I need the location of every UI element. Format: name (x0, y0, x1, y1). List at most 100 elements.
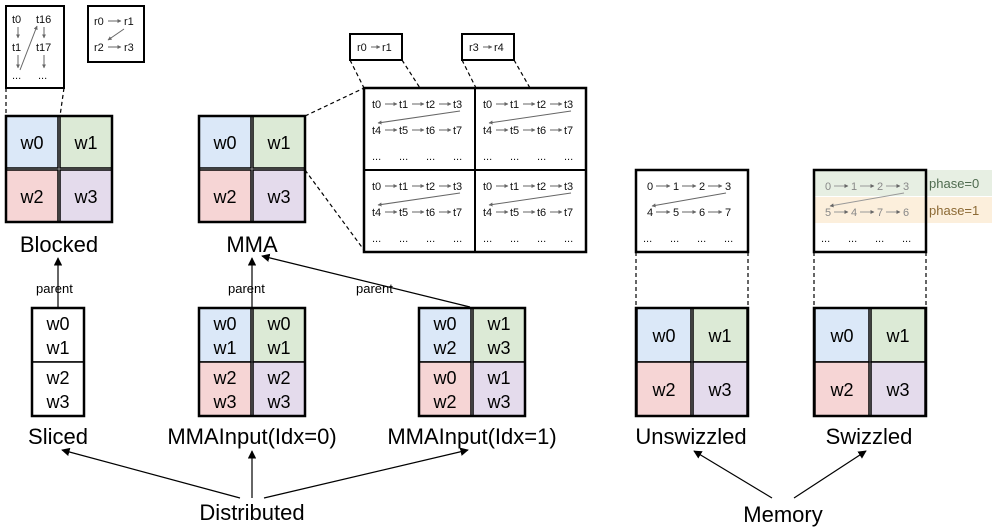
ellipsis: ... (564, 151, 573, 163)
warp-label: w0 (829, 326, 853, 346)
swizzled-zoom: 0 1 2 3 5 4 7 6 ... ... ... ... phase=0 … (812, 168, 992, 308)
ellipsis: ... (12, 70, 21, 82)
phase0-label: phase=0 (929, 176, 979, 191)
ellipsis: ... (670, 233, 679, 245)
warp-label: w0 (432, 314, 456, 334)
warp-label: w1 (486, 314, 510, 334)
swizzled-grid: w0 w1 w2 w3 Swizzled (812, 306, 928, 449)
thread-label: t3 (453, 99, 462, 111)
warp-cell-w3 (59, 169, 113, 223)
register-label: r1 (124, 16, 134, 28)
warp-label: w0 (266, 314, 290, 334)
ellipsis: ... (902, 233, 911, 245)
index-label: 4 (647, 207, 653, 219)
thread-label: t17 (36, 42, 51, 54)
register-label: r3 (469, 42, 479, 54)
warp-label: w0 (651, 326, 675, 346)
index-label: 0 (647, 181, 653, 193)
ellipsis: ... (38, 70, 47, 82)
warp-label: w1 (212, 338, 236, 358)
thread-label: t0 (372, 181, 381, 193)
thread-label: t4 (372, 207, 381, 219)
thread-label: t7 (453, 125, 462, 137)
distributed-label: Distributed (199, 500, 304, 525)
thread-label: t1 (399, 99, 408, 111)
index-label: 5 (825, 207, 831, 219)
ellipsis: ... (399, 151, 408, 163)
thread-label: t0 (372, 99, 381, 111)
warp-label: w2 (829, 380, 853, 400)
warp-cell-w1 (252, 307, 306, 363)
thread-label: t6 (426, 207, 435, 219)
ellipsis: ... (426, 233, 435, 245)
mma-grid: w0 w1 w2 w3 MMA (197, 87, 365, 257)
ellipsis: ... (399, 233, 408, 245)
mma-input-0-grid: w0 w1 w0 w1 w2 w3 w2 w3 MMAInput(Idx=0) (167, 306, 337, 449)
blocked-label: Blocked (20, 232, 98, 257)
warp-cell-w1 (252, 115, 306, 169)
thread-label: t0 (12, 14, 21, 26)
memory-label: Memory (743, 502, 822, 527)
warp-label: w0 (212, 133, 236, 153)
ellipsis: ... (724, 233, 733, 245)
unswizzled-zoom: 0 1 2 3 4 5 6 7 ... ... ... ... (634, 168, 750, 308)
sliced-grid: w0 w1 w2 w3 Sliced (28, 306, 88, 449)
warp-label: w3 (266, 392, 290, 412)
warp-label: w1 (707, 326, 731, 346)
register-label: r0 (357, 42, 367, 54)
phase1-band (814, 197, 992, 223)
thread-label: t1 (510, 181, 519, 193)
ellipsis: ... (483, 233, 492, 245)
warp-label: w2 (45, 368, 69, 388)
warp-label: w2 (212, 187, 236, 207)
phase1-label: phase=1 (929, 203, 979, 218)
warp-label: w2 (212, 368, 236, 388)
index-label: 3 (903, 181, 909, 193)
blocked-zoom: t0 t16 t1 t17 ... ... r0 r1 r2 r3 (5, 5, 145, 117)
warp-label: w2 (432, 392, 456, 412)
ellipsis: ... (453, 151, 462, 163)
mma-input-0-label: MMAInput(Idx=0) (167, 424, 336, 449)
register-label: r0 (94, 16, 104, 28)
blocked-grid: w0 w1 w2 w3 Blocked (4, 114, 114, 257)
warp-label: w0 (212, 314, 236, 334)
warp-label: w3 (266, 187, 290, 207)
warp-cell-w3 (472, 361, 526, 417)
index-label: 5 (673, 207, 679, 219)
mma-input-1-grid: w0 w2 w1 w3 w0 w2 w1 w3 MMAInput(Idx=1) (387, 306, 557, 449)
ellipsis: ... (643, 233, 652, 245)
ellipsis: ... (453, 233, 462, 245)
warp-label: w2 (432, 338, 456, 358)
parent-label: parent (228, 281, 265, 296)
warp-cell-w0 (5, 115, 59, 169)
ellipsis: ... (510, 233, 519, 245)
ellipsis: ... (372, 151, 381, 163)
warp-cell-w2 (814, 361, 870, 417)
register-label: r4 (494, 42, 504, 54)
ellipsis: ... (372, 233, 381, 245)
mma-input-1-label: MMAInput(Idx=1) (387, 424, 556, 449)
index-label: 7 (725, 207, 731, 219)
warp-label: w1 (885, 326, 909, 346)
register-label: r2 (94, 42, 104, 54)
index-label: 6 (903, 207, 909, 219)
mma-label: MMA (226, 232, 278, 257)
warp-label: w3 (486, 392, 510, 412)
warp-label: w3 (486, 338, 510, 358)
thread-label: t4 (483, 125, 492, 137)
ellipsis: ... (848, 233, 857, 245)
index-label: 2 (877, 181, 883, 193)
warp-label: w0 (432, 368, 456, 388)
warp-label: w0 (19, 133, 43, 153)
warp-cell-w1 (692, 307, 748, 363)
warp-label: w2 (651, 380, 675, 400)
warp-label: w1 (45, 338, 69, 358)
warp-cell-w3 (252, 169, 306, 223)
warp-label: w1 (486, 368, 510, 388)
thread-label: t7 (564, 125, 573, 137)
warp-cell-w1 (472, 307, 526, 363)
warp-cell-w2 (418, 361, 472, 417)
thread-label: t1 (510, 99, 519, 111)
ellipsis: ... (426, 151, 435, 163)
